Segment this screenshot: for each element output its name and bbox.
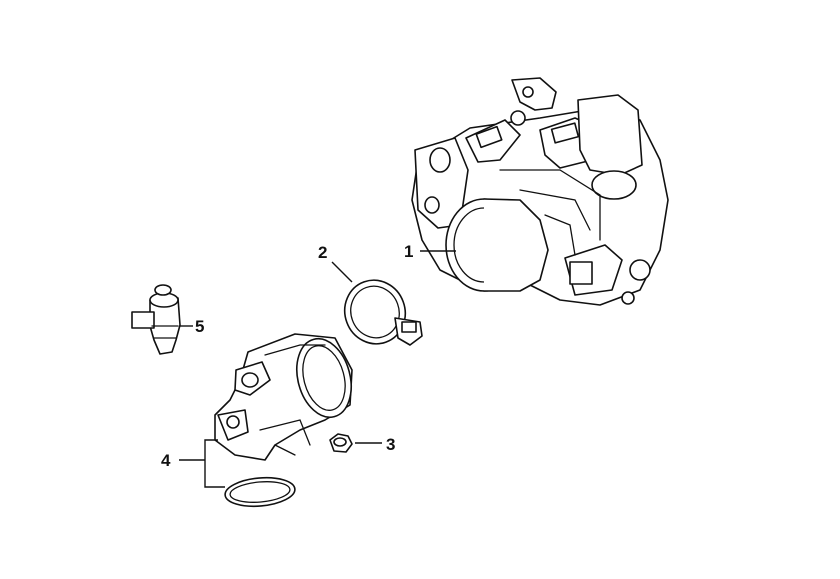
fuel-injector-part	[131, 284, 181, 355]
o-ring-part	[224, 476, 296, 508]
callout-3: 3	[386, 435, 396, 454]
hose-clamp-part	[343, 279, 423, 346]
leader-line-2	[331, 261, 353, 283]
callout-4: 4	[161, 451, 171, 470]
throttle-body-part	[411, 77, 669, 306]
callout-1: 1	[404, 242, 414, 261]
leader-bracket-4	[179, 439, 225, 488]
nut-part	[329, 433, 353, 453]
callout-5: 5	[195, 317, 205, 336]
intake-manifold-part	[214, 333, 353, 461]
callout-2: 2	[318, 243, 328, 262]
leader-lines	[179, 250, 456, 488]
